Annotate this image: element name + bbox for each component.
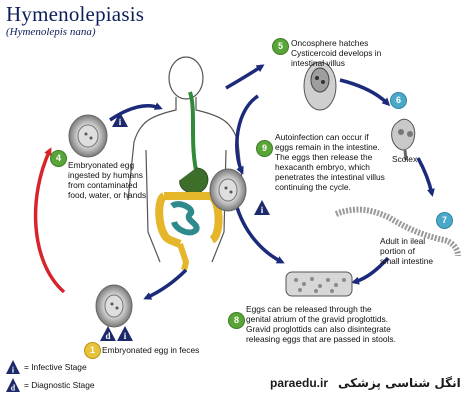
infective-badge-stage-1: i <box>117 326 133 341</box>
svg-text:i: i <box>261 205 264 215</box>
diagnostic-stage-icon: d <box>6 378 20 392</box>
cycle-arrows <box>33 64 435 300</box>
arrow-7-to-8 <box>351 256 390 285</box>
svg-text:d: d <box>105 331 110 341</box>
svg-text:d: d <box>11 384 16 393</box>
infective-stage-icon: i <box>6 360 20 374</box>
stage-7-number: 7 <box>436 212 453 229</box>
arrow-autoinfection-a <box>235 94 260 175</box>
legend-infective-label: = Infective Stage <box>24 362 87 372</box>
arrow-autoinfection-b <box>234 203 285 264</box>
infective-badge-stage-4: i <box>112 112 128 127</box>
arrow-1-to-4-red <box>33 147 66 294</box>
arrow-6-to-7 <box>416 157 435 197</box>
diagram-title: Hymenolepiasis <box>6 2 145 26</box>
gravid-proglottids <box>285 271 353 297</box>
adult-worm <box>334 206 461 257</box>
stage-1-text: Embryonated egg in feces <box>102 345 200 355</box>
egg-stage-9 <box>209 168 247 212</box>
stage-1-number: 1 <box>84 342 101 359</box>
egg-stage-4 <box>68 114 108 158</box>
digestive-tract <box>155 91 223 271</box>
arrow-to-5 <box>225 64 265 90</box>
stage-5-number: 5 <box>272 38 289 55</box>
stage-6-text: Scolex <box>392 154 418 164</box>
diagnostic-badge-stage-1: d <box>100 326 116 341</box>
arrow-5-to-6 <box>339 78 391 107</box>
arrow-8-to-1 <box>143 268 188 300</box>
stage-4-number: 4 <box>50 150 67 167</box>
watermark-url: paraedu.ir <box>270 376 329 390</box>
cysticercoid <box>303 61 337 111</box>
scolex <box>391 118 416 161</box>
arrow-4-to-body <box>109 102 163 122</box>
svg-text:i: i <box>124 331 127 341</box>
svg-text:i: i <box>119 117 122 127</box>
diagram-subtitle: (Hymenolepis nana) <box>6 26 96 38</box>
legend-diagnostic-label: = Diagnostic Stage <box>24 380 95 390</box>
stage-8-number: 8 <box>228 312 245 329</box>
stage-6-number: 6 <box>390 92 407 109</box>
svg-text:i: i <box>12 366 15 375</box>
egg-stage-1 <box>95 284 133 328</box>
watermark-persian: انگل شناسی پزشکی <box>338 376 461 390</box>
stage-9-number: 9 <box>256 140 273 157</box>
infective-badge-stage-9: i <box>254 200 270 215</box>
